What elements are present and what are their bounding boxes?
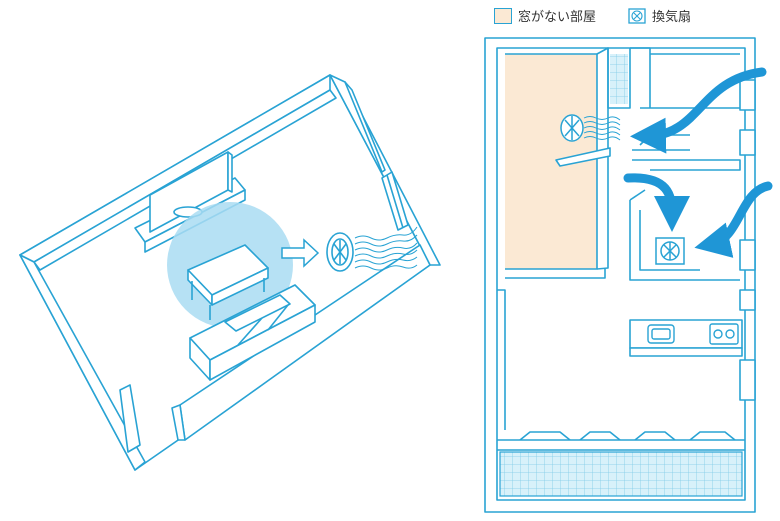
air-flow-lines (354, 226, 418, 271)
fan-icon (326, 232, 354, 272)
legend-windowless-room: 窓がない部屋 (494, 6, 596, 25)
sofa-icon (189, 284, 316, 381)
airflow-arrow-icon (623, 173, 690, 232)
balcony (499, 451, 743, 497)
air-flow-lines (583, 116, 621, 141)
fan-icon (655, 237, 685, 265)
windowless-room-swatch (494, 7, 512, 24)
floor-plan (484, 37, 756, 513)
legend-fan: 換気扇 (628, 6, 691, 25)
fan-icon (560, 114, 584, 142)
airflow-arrow-icon (630, 67, 767, 154)
airflow-arrow-icon (694, 181, 773, 258)
airflow-arrows (623, 67, 773, 258)
fan-icon (628, 7, 646, 24)
sink-icon (647, 324, 675, 344)
airflow-arrow-icon (281, 238, 320, 268)
table-icon (187, 244, 269, 320)
stove-icon (709, 323, 739, 345)
legend-label-fan: 換気扇 (652, 10, 692, 25)
left-wall (19, 254, 146, 471)
legend-label-windowless-room: 窓がない部屋 (518, 10, 597, 25)
